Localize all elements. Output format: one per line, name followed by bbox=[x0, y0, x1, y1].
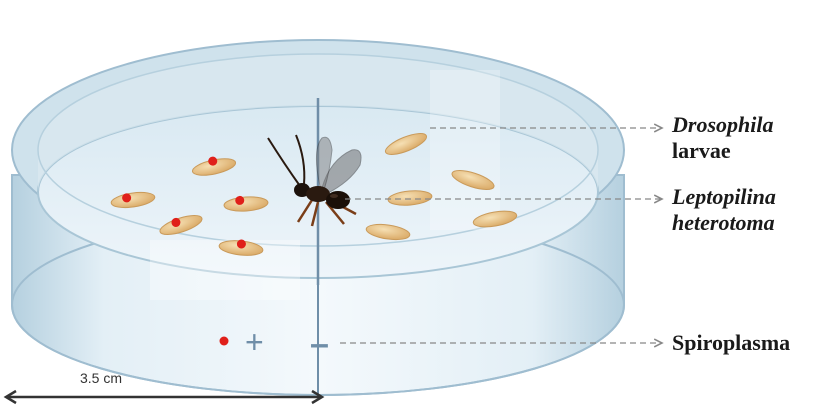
scale-bar-label: 3.5 cm bbox=[80, 370, 122, 386]
label-leptopilina: Leptopilina heterotoma bbox=[672, 184, 776, 236]
label-drosophila: Drosophila larvae bbox=[672, 112, 773, 164]
plus-sign: + bbox=[245, 324, 264, 360]
label-drosophila-genus: Drosophila bbox=[672, 112, 773, 138]
label-leptopilina-species: heterotoma bbox=[672, 210, 776, 236]
dish-highlight bbox=[430, 70, 500, 230]
label-spiroplasma: Spiroplasma bbox=[672, 330, 790, 356]
label-drosophila-stage: larvae bbox=[672, 138, 773, 164]
infection-dot-legend bbox=[220, 337, 229, 346]
label-leptopilina-genus: Leptopilina bbox=[672, 184, 776, 210]
minus-sign: – bbox=[310, 325, 329, 363]
